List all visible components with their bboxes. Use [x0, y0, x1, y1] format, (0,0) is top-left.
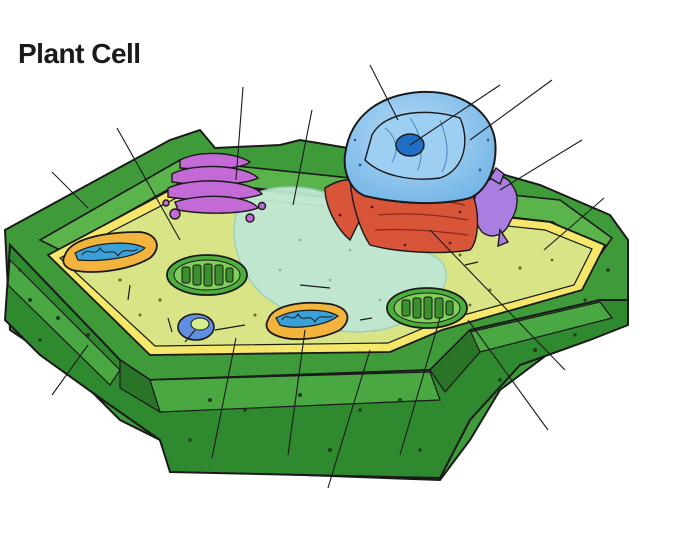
label-line-cell-wall	[51, 171, 89, 209]
label-line-fiber	[211, 337, 237, 459]
mitochondrion	[62, 231, 158, 273]
label-line-membrane-bottom	[327, 349, 371, 489]
label-line-lysosome	[184, 329, 196, 343]
label-line-rough-er	[429, 229, 566, 371]
label-line-nucleolus	[409, 84, 501, 146]
label-line-vesicle	[51, 344, 89, 396]
label-line-wall-right	[467, 319, 549, 431]
label-line-mitochondrion	[287, 329, 306, 456]
label-line-vacuole	[292, 109, 313, 206]
vesicle	[177, 313, 215, 341]
wall-texture	[18, 268, 610, 452]
golgi-apparatus	[162, 152, 267, 223]
label-line-nuclear-envelope	[369, 64, 399, 121]
label-line-smooth-er	[499, 139, 583, 191]
mitochondrion	[265, 301, 349, 340]
label-line-cytoplasm	[116, 127, 181, 241]
cytoskeleton-fibers	[127, 261, 479, 333]
label-line-membrane	[543, 197, 605, 251]
chloroplast	[166, 254, 248, 296]
label-line-chloroplast	[399, 317, 441, 456]
label-lines	[51, 64, 605, 489]
label-line-golgi	[235, 86, 244, 181]
chloroplast	[386, 287, 468, 329]
diagram-title: Plant Cell	[18, 38, 141, 69]
label-line-nucleus	[469, 79, 553, 141]
